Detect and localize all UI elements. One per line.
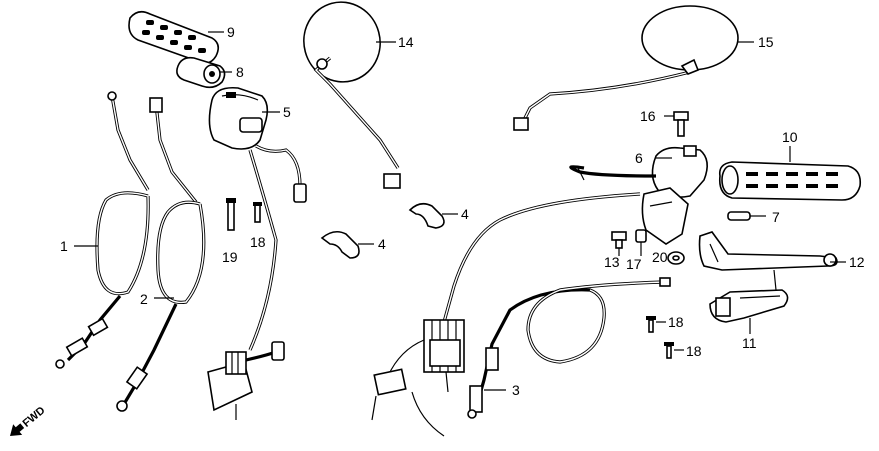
label-part-4a: 4 [461, 206, 469, 222]
cable-2 [116, 97, 206, 412]
lever-bracket [709, 269, 789, 323]
label-part-17: 17 [626, 256, 642, 272]
label-part-8: 8 [236, 64, 244, 80]
cable-1 [55, 91, 150, 369]
right-mirror [513, 5, 739, 131]
fwd-arrow-icon [10, 423, 25, 436]
pin-7 [727, 211, 751, 221]
brake-lever [698, 231, 838, 271]
clamp-4-upper [408, 202, 445, 229]
label-part-1: 1 [60, 238, 68, 254]
label-part-18c: 18 [686, 343, 702, 359]
right-switch-harness [371, 165, 657, 437]
label-part-9: 9 [227, 24, 235, 40]
fwd-label: FWD [21, 404, 48, 429]
cable-3 [467, 277, 671, 419]
right-switch-housing [641, 145, 708, 245]
left-grip [128, 10, 220, 64]
screw-18-lower-right [664, 342, 674, 359]
bolt-13 [611, 231, 627, 249]
label-part-12: 12 [849, 254, 865, 270]
screw-19 [226, 198, 236, 231]
label-part-20: 20 [652, 249, 668, 265]
fwd-direction-marker: FWD [10, 404, 48, 436]
grip-end-weight [176, 56, 226, 89]
label-part-4b: 4 [378, 236, 386, 252]
label-part-18a: 18 [250, 234, 266, 250]
nut-20 [667, 251, 685, 265]
label-part-7: 7 [772, 209, 780, 225]
label-part-10: 10 [782, 129, 798, 145]
clamp-4-lower [320, 230, 360, 259]
label-part-14: 14 [398, 34, 414, 50]
label-part-15: 15 [758, 34, 774, 50]
left-mirror [303, 1, 401, 189]
label-part-3: 3 [512, 382, 520, 398]
label-part-2: 2 [140, 291, 148, 307]
bolt-16 [673, 111, 689, 137]
label-part-18b: 18 [668, 314, 684, 330]
part-labels: 1 2 3 4 4 5 6 7 8 9 10 11 12 13 14 15 16… [60, 24, 865, 398]
left-switch-housing [208, 86, 307, 351]
label-part-11: 11 [742, 335, 757, 351]
label-part-6: 6 [635, 150, 643, 166]
screw-18-upper-right [646, 316, 656, 333]
right-grip [718, 161, 862, 201]
washer-17 [635, 229, 647, 243]
label-part-5: 5 [283, 104, 291, 120]
label-part-19: 19 [222, 249, 238, 265]
left-switch-connector [207, 341, 285, 420]
label-part-16: 16 [640, 108, 656, 124]
screw-18-left [253, 202, 262, 223]
label-part-13: 13 [604, 254, 620, 270]
